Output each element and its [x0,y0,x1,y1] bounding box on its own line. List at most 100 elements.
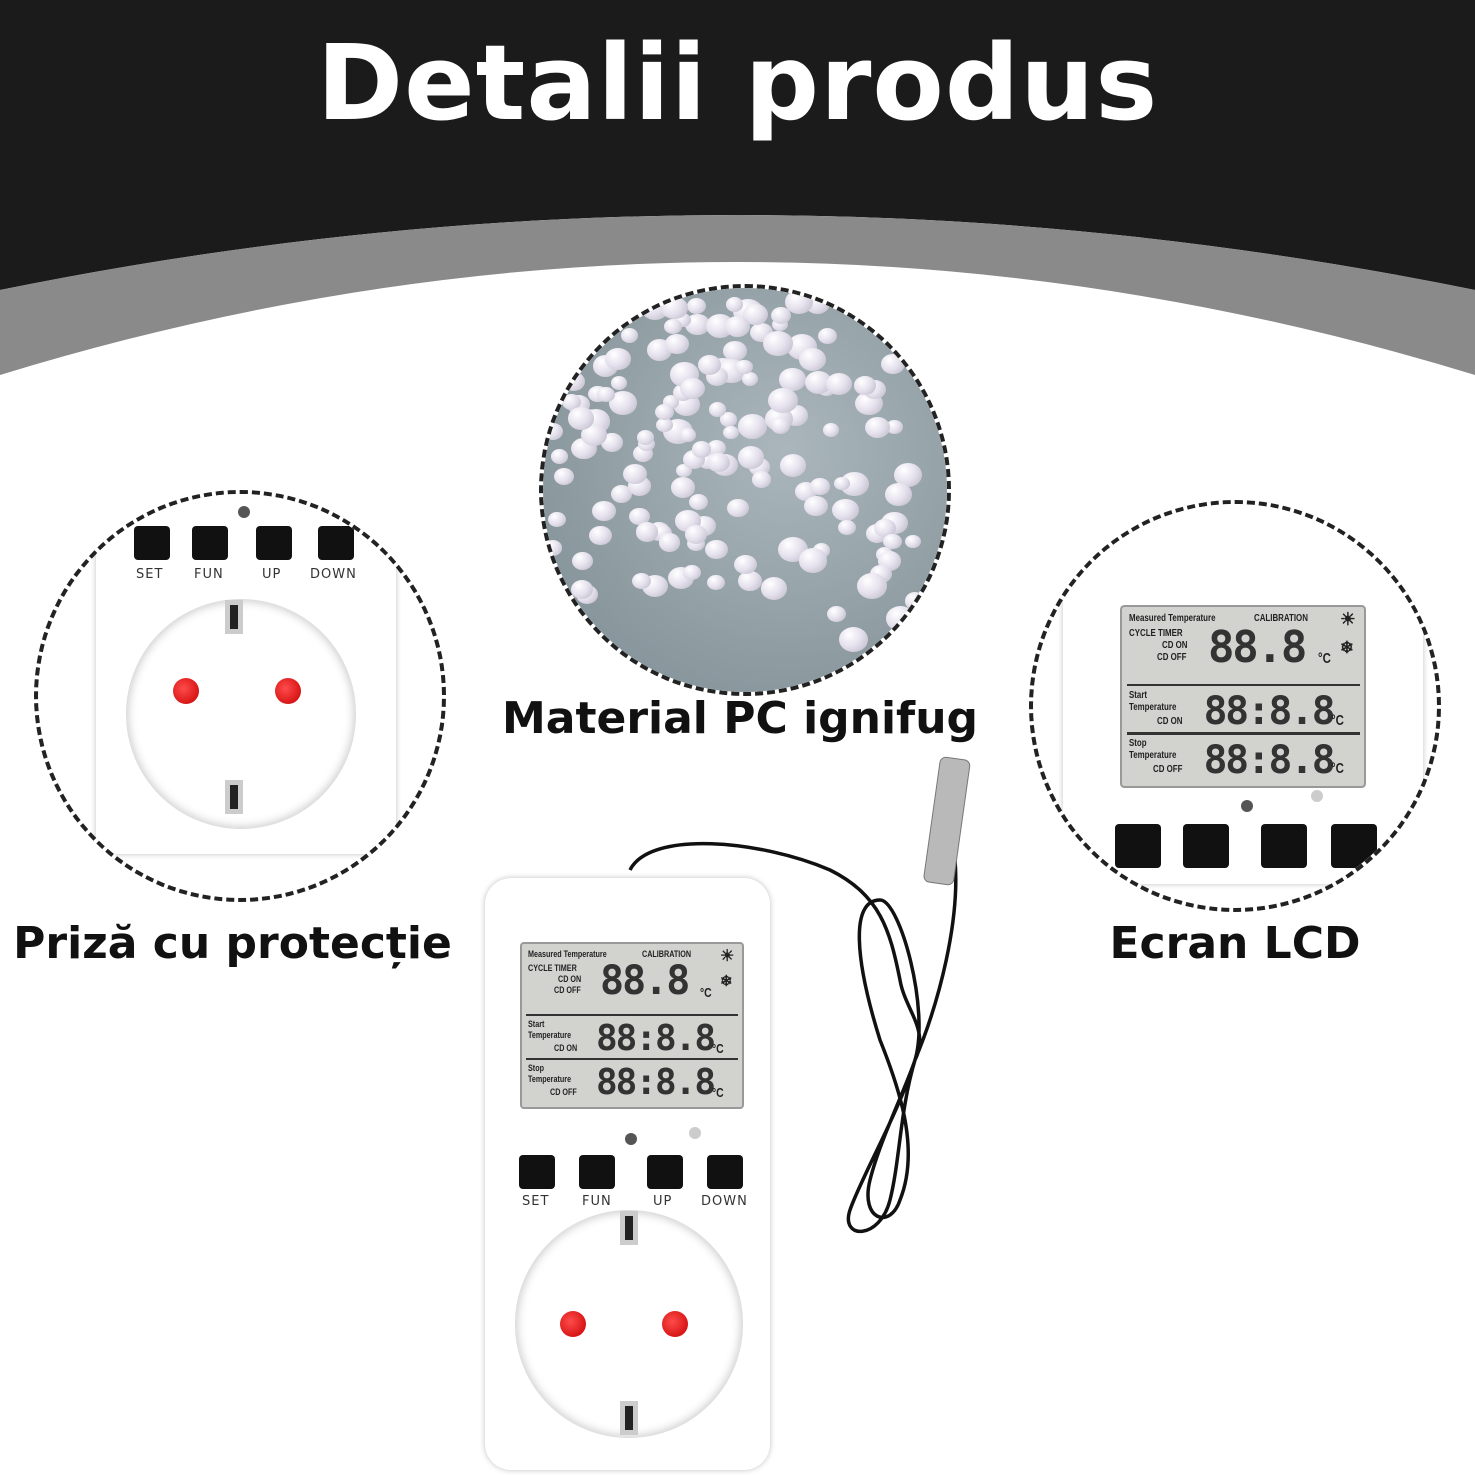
pellet [571,552,593,571]
pellet [734,555,757,575]
pellet [610,376,627,391]
fun-button [192,526,228,560]
lcd-content: Measured Temperature CALIBRATION ☀ ❄ CYC… [1122,607,1364,786]
schuko-socket [126,599,356,829]
thermostat-socket-device: Measured Temperature CALIBRATION ☀ ❄ CYC… [485,878,770,1470]
lcd-cycle-timer-label: CYCLE TIMER [1128,628,1183,639]
set-button[interactable] [519,1155,555,1189]
lcd-start-digits: 88:8.8 [596,1018,716,1059]
socket-hole-right [662,1311,688,1337]
lcd-cd-on-label: CD ON [558,974,582,984]
pellet [763,331,793,356]
down-button [1331,824,1377,868]
pellet [726,296,744,312]
up-label: UP [262,567,282,582]
set-label: SET [522,1194,550,1209]
pellet [864,416,890,439]
lcd-divider [1126,732,1360,735]
pellet [770,306,792,325]
pellet [543,423,563,441]
lcd-divider [1126,684,1360,687]
lcd-unit: °C [700,985,712,1000]
pellet [738,446,765,469]
pellet [856,573,887,599]
lcd-unit: °C [1331,761,1345,778]
led-indicator [1241,800,1253,812]
lcd-main-digits: 88.8 [600,958,690,1004]
pellet [691,440,712,458]
lcd-cycle-timer-label: CYCLE TIMER [528,963,577,973]
down-label: DOWN [310,567,357,582]
socket-closeup-circle: SET FUN UP DOWN [34,490,446,902]
pellet [738,570,762,591]
lcd-calibration-label: CALIBRATION [1254,612,1309,624]
pellet [679,428,697,443]
pellet [661,296,688,319]
lcd-start-label: Start [1128,689,1147,701]
lcd-temperature-label: Temperature [1128,701,1177,713]
pellet [708,402,726,417]
pellet [785,290,814,315]
pellet [636,430,655,446]
lcd-divider [526,1014,738,1016]
led-indicator-2 [689,1127,701,1139]
pellet [719,412,738,428]
pellet [664,318,682,334]
pellet [553,468,575,486]
down-button[interactable] [707,1155,743,1189]
ground-clip-bottom [225,780,243,814]
lcd-temperature-label: Temperature [528,1074,572,1084]
pellet [698,355,722,375]
pellet [609,391,637,415]
pellet [738,414,768,439]
lcd-calibration-label: CALIBRATION [642,949,692,959]
pellet [898,610,924,632]
pellet [622,463,647,485]
lcd-cd-off-label: CD OFF [554,985,581,995]
pellet [544,540,563,557]
pellet [873,518,896,538]
pellet [635,522,659,542]
pellet [833,476,851,491]
pellet [768,388,798,414]
pellet [688,493,708,510]
pellet [741,371,759,386]
lcd-unit: °C [1331,713,1345,729]
lcd-closeup-circle: Measured Temperature CALIBRATION ☀ ❄ CYC… [1029,500,1441,912]
lcd-cd-off-label: CD OFF [1157,652,1187,664]
feature-label-material: Material PC ignifug [501,693,979,744]
fun-button[interactable] [579,1155,615,1189]
pellet [752,471,772,488]
pellet [655,417,674,433]
pellet [905,534,922,549]
pellet [838,627,869,653]
lcd-screen: Measured Temperature CALIBRATION ☀ ❄ CYC… [520,942,744,1109]
snowflake-icon: ❄ [1339,638,1354,657]
pellet [682,564,701,580]
lcd-content: Measured Temperature CALIBRATION ☀ ❄ CYC… [522,944,742,1107]
led-indicator [625,1133,637,1145]
pellet [547,511,566,528]
fun-label: FUN [582,1194,612,1209]
lcd-unit: °C [1317,651,1331,668]
pellet [658,533,681,552]
pellet [706,452,730,473]
pellet [685,314,710,335]
lcd-start-digits: 88:8.8 [1203,688,1336,735]
pellet [548,294,579,321]
pellet [589,525,612,546]
pellet [567,407,595,430]
lcd-device-closeup: Measured Temperature CALIBRATION ☀ ❄ CYC… [1063,504,1423,884]
pellet [670,477,695,498]
pellet [581,424,608,447]
pellet [832,498,859,522]
lcd-start-label: Start [528,1019,545,1029]
up-button[interactable] [647,1155,683,1189]
pellet [561,393,582,411]
sun-icon: ☀ [720,948,735,965]
pc-pellets-image [543,288,947,692]
lcd-screen-closeup: Measured Temperature CALIBRATION ☀ ❄ CYC… [1120,605,1367,789]
pellet [770,417,791,435]
pellet [568,343,586,359]
up-label: UP [653,1194,673,1209]
